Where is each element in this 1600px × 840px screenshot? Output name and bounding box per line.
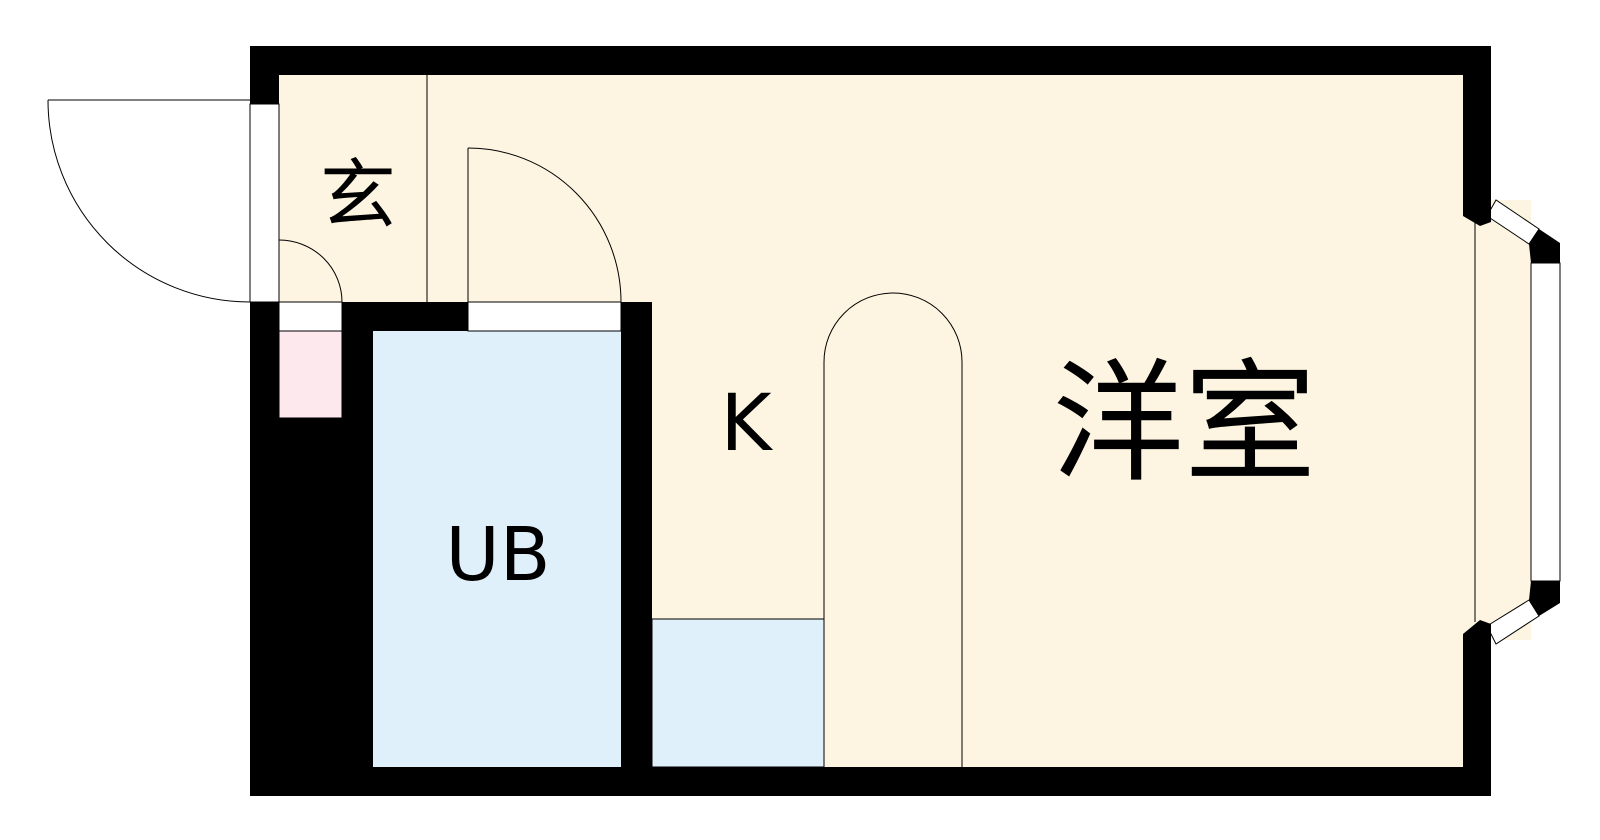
wall-left-upper xyxy=(250,46,279,104)
bay-window-lower-post xyxy=(1529,581,1560,616)
entrance-door-swing xyxy=(47,99,251,303)
room-divider-arch xyxy=(823,292,963,767)
wall-right-upper xyxy=(1463,46,1491,206)
bay-window-upper-post xyxy=(1529,229,1560,263)
kitchen-label: K xyxy=(720,379,773,469)
bath-door-swing xyxy=(467,147,622,303)
floor-bay-window xyxy=(1463,200,1531,640)
bay-window-upper-corner xyxy=(1463,206,1491,226)
bath-wall-right xyxy=(621,302,652,767)
genkan-label: 玄 xyxy=(320,151,396,240)
wall-bottom xyxy=(250,767,1491,796)
closet-door-swing xyxy=(278,239,343,303)
wall-right-lower xyxy=(1463,634,1491,796)
bay-window-lower-corner xyxy=(1463,620,1491,640)
wall-left-lower xyxy=(250,302,279,796)
bathroom-label: UB xyxy=(446,512,551,598)
bath-door-opening xyxy=(467,301,622,332)
bathroom-floor xyxy=(373,331,621,767)
bay-window-front-pane xyxy=(1530,262,1561,582)
wall-top xyxy=(250,46,1491,75)
closet-door-opening xyxy=(278,301,343,332)
kitchen-counter xyxy=(651,618,825,768)
western-room-label: 洋室 xyxy=(1052,347,1316,501)
toilet-cabinet xyxy=(278,330,343,419)
entrance-door-opening xyxy=(249,103,280,303)
bay-window-lower-pane xyxy=(1486,599,1540,645)
